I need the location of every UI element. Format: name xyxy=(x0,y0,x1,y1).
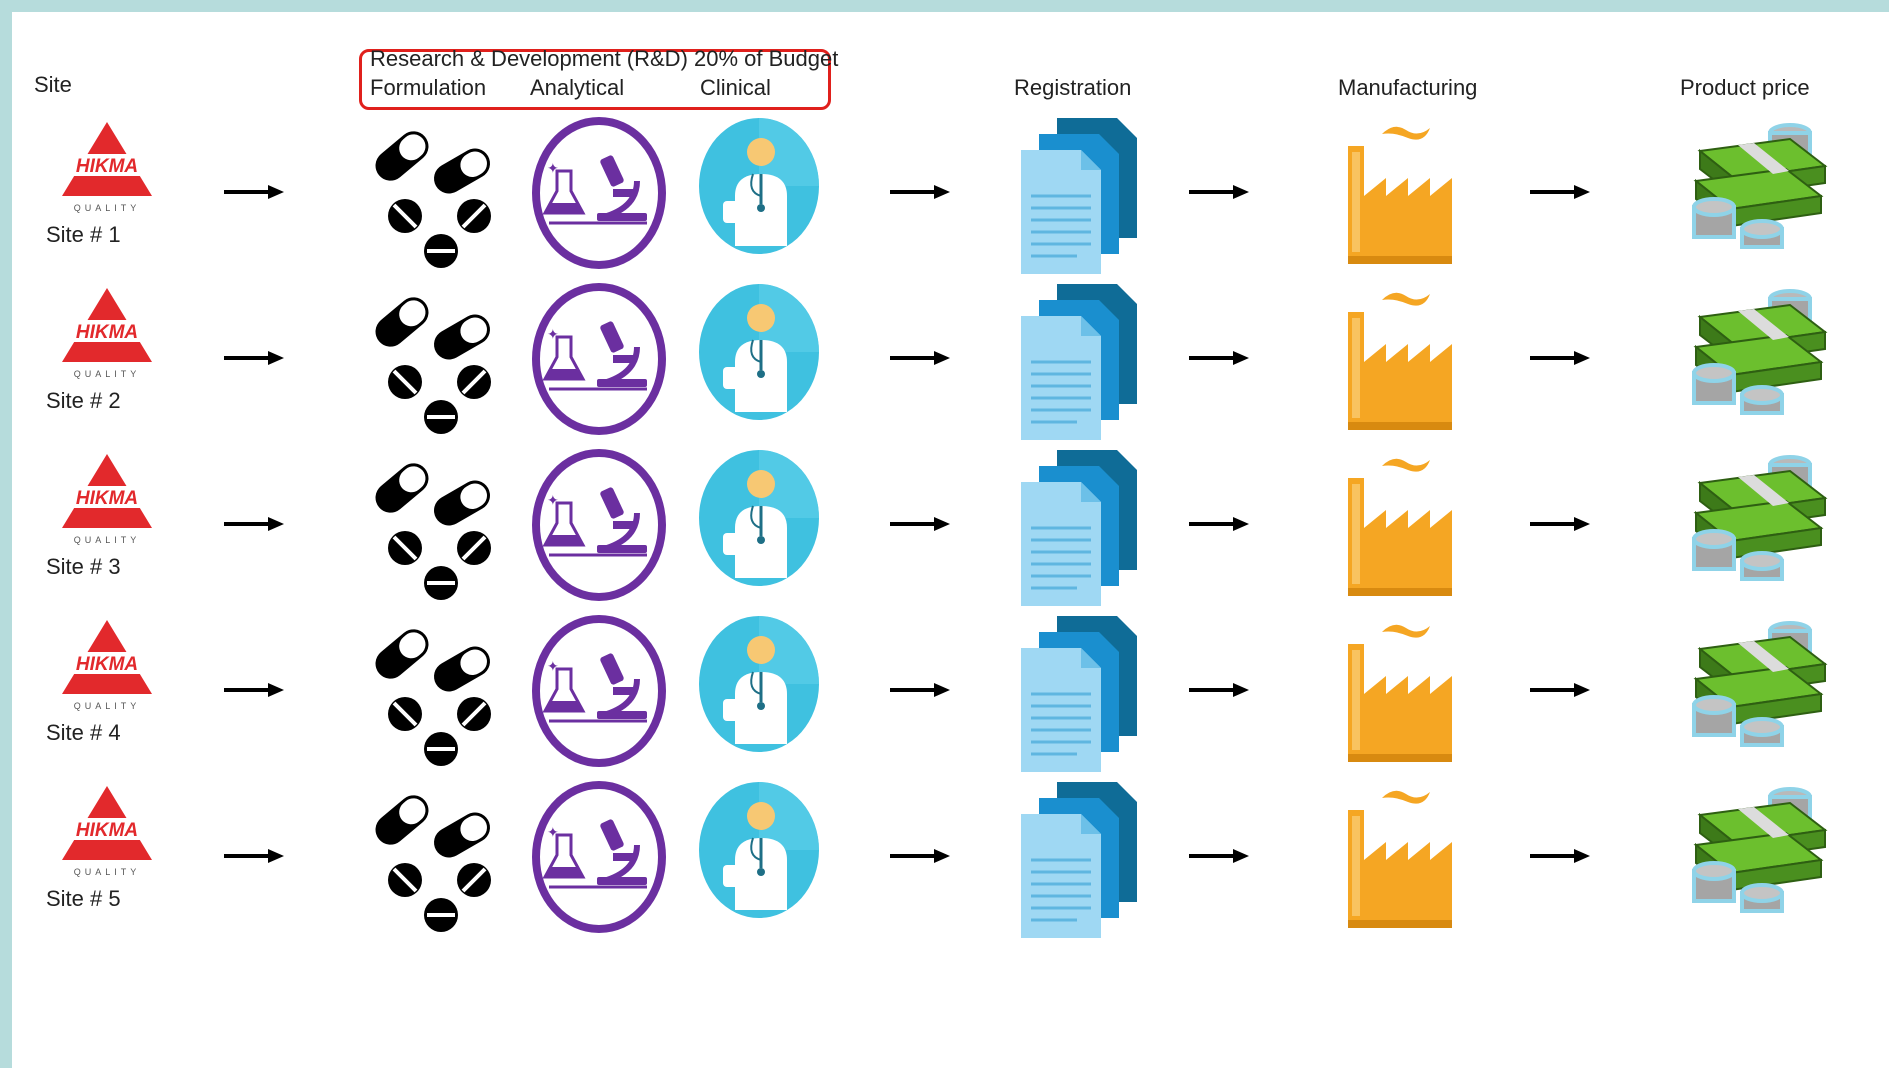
arrow-icon xyxy=(890,185,950,199)
svg-text:✦: ✦ xyxy=(547,327,559,343)
svg-text:✦: ✦ xyxy=(547,659,559,675)
money-stack-icon xyxy=(1692,621,1828,747)
arrow-icon xyxy=(1530,683,1590,697)
documents-icon xyxy=(1021,118,1137,274)
logo-tagline-text: QUALITY xyxy=(74,535,141,545)
arrow-icon xyxy=(1189,683,1249,697)
rd-budget-title: Research & Development (R&D) 20% of Budg… xyxy=(370,46,839,71)
pills-icon xyxy=(375,629,491,766)
lab-microscope-icon: ✦ xyxy=(532,615,666,767)
rd-budget-box xyxy=(359,49,831,110)
documents-icon xyxy=(1021,782,1137,938)
documents-icon xyxy=(1021,284,1137,440)
hikma-logo-icon: HIKMA QUALITY xyxy=(62,620,152,711)
arrow-icon xyxy=(1530,849,1590,863)
money-stack-icon xyxy=(1692,289,1828,415)
factory-icon xyxy=(1348,126,1452,264)
lab-microscope-icon: ✦ xyxy=(532,449,666,601)
arrow-icon xyxy=(1530,351,1590,365)
arrow-icon xyxy=(224,351,284,365)
pills-icon xyxy=(375,297,491,434)
money-stack-icon xyxy=(1692,123,1828,249)
doctor-icon xyxy=(699,782,819,918)
lab-microscope-icon: ✦ xyxy=(532,781,666,933)
factory-icon xyxy=(1348,624,1452,762)
lab-microscope-icon: ✦ xyxy=(532,117,666,269)
doctor-icon xyxy=(699,450,819,586)
arrow-icon xyxy=(1189,351,1249,365)
arrow-icon xyxy=(224,185,284,199)
hikma-logo-icon: HIKMA QUALITY xyxy=(62,454,152,545)
hikma-logo-icon: HIKMA QUALITY xyxy=(62,786,152,877)
arrow-icon xyxy=(224,683,284,697)
formulation-header: Formulation xyxy=(370,75,487,100)
site-row-1: HIKMA QUALITY Site # 1 xyxy=(12,116,1889,281)
site-row-2: HIKMA QUALITY Site # 2 xyxy=(12,282,1889,447)
arrow-icon xyxy=(890,683,950,697)
doctor-icon xyxy=(699,118,819,254)
pills-icon xyxy=(375,131,491,268)
site-row-5: HIKMA QUALITY Site # 5 xyxy=(12,780,1889,945)
factory-icon xyxy=(1348,458,1452,596)
logo-brand-text: HIKMA xyxy=(76,654,138,675)
logo-tagline-text: QUALITY xyxy=(74,203,141,213)
doctor-icon xyxy=(699,616,819,752)
analytical-header: Analytical xyxy=(530,75,625,100)
clinical-header: Clinical xyxy=(700,75,771,100)
factory-icon xyxy=(1348,790,1452,928)
logo-brand-text: HIKMA xyxy=(76,156,138,177)
doctor-icon xyxy=(699,284,819,420)
site-label: Site # 3 xyxy=(46,554,121,579)
documents-icon xyxy=(1021,450,1137,606)
pills-icon xyxy=(375,463,491,600)
site-row-4: HIKMA QUALITY Site # 4 xyxy=(12,614,1889,779)
svg-text:✦: ✦ xyxy=(547,825,559,841)
product-price-header: Product price xyxy=(1680,75,1810,100)
arrow-icon xyxy=(224,849,284,863)
site-label: Site # 2 xyxy=(46,388,121,413)
registration-header: Registration xyxy=(1014,75,1132,100)
factory-icon xyxy=(1348,292,1452,430)
money-stack-icon xyxy=(1692,455,1828,581)
arrow-icon xyxy=(1530,185,1590,199)
arrow-icon xyxy=(224,517,284,531)
site-label: Site # 4 xyxy=(46,720,121,745)
lab-microscope-icon: ✦ xyxy=(532,283,666,435)
site-column-header: Site xyxy=(34,72,72,97)
site-label: Site # 5 xyxy=(46,886,121,911)
manufacturing-header: Manufacturing xyxy=(1338,75,1478,100)
hikma-logo-icon: HIKMA QUALITY xyxy=(62,288,152,379)
site-label: Site # 1 xyxy=(46,222,121,247)
pills-icon xyxy=(375,795,491,932)
logo-tagline-text: QUALITY xyxy=(74,867,141,877)
logo-tagline-text: QUALITY xyxy=(74,701,141,711)
logo-tagline-text: QUALITY xyxy=(74,369,141,379)
arrow-icon xyxy=(1530,517,1590,531)
arrow-icon xyxy=(890,517,950,531)
svg-text:✦: ✦ xyxy=(547,161,559,177)
arrow-icon xyxy=(890,849,950,863)
arrow-icon xyxy=(1189,185,1249,199)
money-stack-icon xyxy=(1692,787,1828,913)
documents-icon xyxy=(1021,616,1137,772)
svg-text:✦: ✦ xyxy=(547,493,559,509)
diagram-canvas: Site Research & Development (R&D) 20% of… xyxy=(12,12,1889,1068)
logo-brand-text: HIKMA xyxy=(76,488,138,509)
logo-brand-text: HIKMA xyxy=(76,820,138,841)
arrow-icon xyxy=(890,351,950,365)
arrow-icon xyxy=(1189,849,1249,863)
logo-brand-text: HIKMA xyxy=(76,322,138,343)
arrow-icon xyxy=(1189,517,1249,531)
hikma-logo-icon: HIKMA QUALITY xyxy=(62,122,152,213)
site-row-3: HIKMA QUALITY Site # 3 xyxy=(12,448,1889,613)
